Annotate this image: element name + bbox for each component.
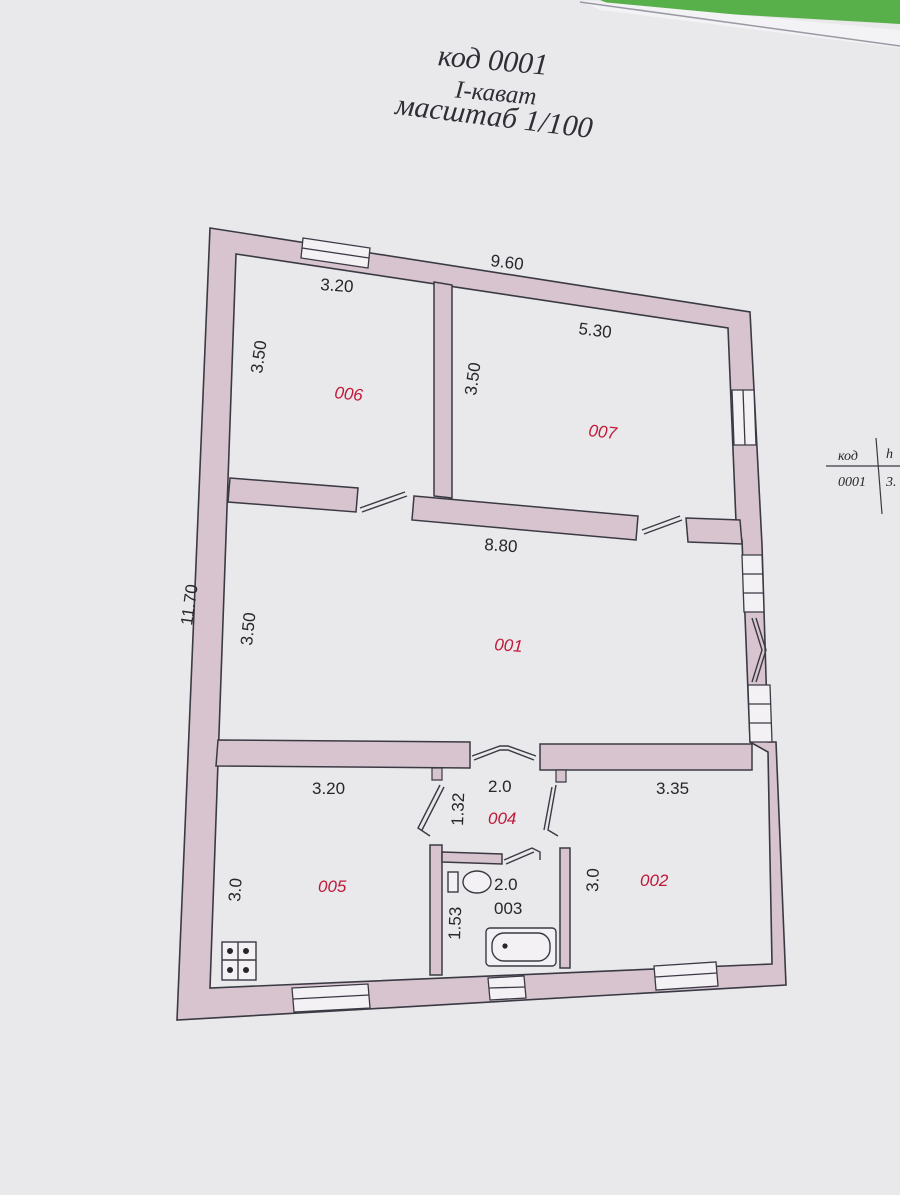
dim-003-width: 2.0 — [494, 875, 518, 894]
room-number-003: 003 — [494, 899, 522, 918]
windows — [291, 237, 773, 1013]
door-006 — [359, 491, 408, 513]
wall-stub-right — [555, 769, 567, 783]
dim-004-height: 1.32 — [448, 792, 468, 826]
doors — [359, 491, 767, 865]
wall-bath-top — [441, 851, 503, 865]
green-surface-strip — [600, 0, 900, 24]
side-table-h-value: 3. — [885, 475, 897, 490]
dim-002-height: 3.0 — [583, 868, 603, 892]
door-007 — [641, 515, 683, 535]
stove-icon — [221, 941, 257, 981]
wall-005-right — [429, 844, 443, 976]
wall-bath-right — [559, 847, 571, 969]
dim-005-height: 3.0 — [225, 877, 246, 902]
dim-006-width: 3.20 — [320, 275, 354, 296]
side-table — [826, 437, 900, 515]
room-number-007: 007 — [588, 421, 619, 443]
room-number-001: 001 — [494, 635, 524, 656]
wall-hall-bottom-left — [215, 739, 471, 769]
room-number-004: 004 — [488, 809, 516, 828]
wall-007-bottom — [411, 495, 639, 541]
door-bath — [503, 847, 541, 865]
side-table-header-h: h — [886, 447, 893, 462]
door-entrance — [751, 617, 767, 683]
dim-005-width: 3.20 — [312, 779, 345, 798]
side-table-code-value: 0001 — [838, 475, 866, 490]
door-002 — [543, 784, 559, 837]
window-005-bottom — [291, 983, 371, 1013]
room-number-005: 005 — [318, 877, 347, 896]
window-hall-right-2 — [747, 684, 773, 743]
sheet-edge-line — [579, 1, 900, 47]
dim-007-height: 3.50 — [461, 361, 484, 396]
dim-004-width: 2.0 — [488, 777, 512, 796]
window-002-bottom — [653, 961, 719, 991]
wall-006-007-divider — [433, 281, 453, 499]
fixtures — [221, 870, 557, 981]
dim-003-height: 1.53 — [445, 906, 465, 940]
door-hall-double — [471, 745, 537, 761]
wall-hall-bottom-right — [539, 743, 753, 771]
dim-001-width: 8.80 — [484, 535, 518, 556]
room-number-006: 006 — [334, 383, 365, 405]
side-table-header-code: код — [838, 449, 858, 464]
dim-001-height: 3.50 — [237, 612, 259, 647]
door-005 — [417, 784, 445, 837]
toilet-icon — [462, 870, 492, 894]
dim-007-width: 5.30 — [578, 319, 613, 342]
dim-006-height: 3.50 — [247, 339, 270, 374]
dim-002-width: 3.35 — [656, 779, 689, 798]
wall-007-bottom-right — [685, 517, 743, 545]
wall-006-bottom — [227, 477, 359, 513]
room-number-002: 002 — [640, 871, 669, 890]
dim-overall-width: 9.60 — [490, 251, 525, 274]
wall-stub-left — [431, 767, 443, 781]
window-hall-right-1 — [741, 554, 765, 613]
